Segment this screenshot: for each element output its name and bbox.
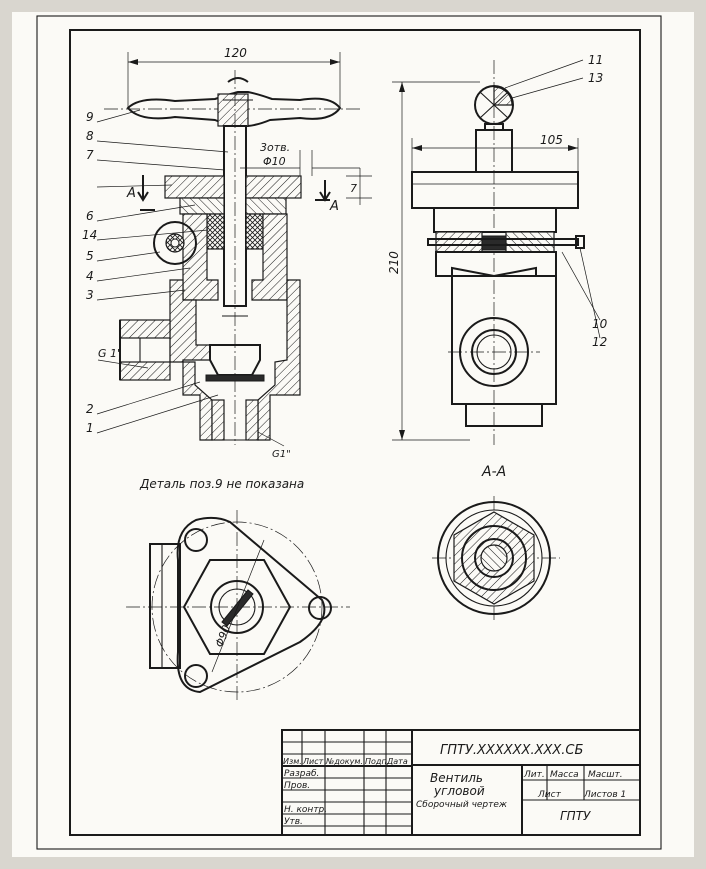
tb-row-checked: Пров. <box>284 781 310 791</box>
pos-1: 1 <box>86 421 94 435</box>
pos-2: 2 <box>86 402 94 416</box>
pos-4: 4 <box>86 269 94 283</box>
pos-5: 5 <box>86 249 94 263</box>
dim-105-label: 105 <box>540 133 563 147</box>
dimension-210 <box>392 81 480 441</box>
section-mark-a-left: А <box>126 186 136 201</box>
dimension-120 <box>127 52 341 108</box>
flange <box>164 175 225 199</box>
top-view <box>126 510 350 700</box>
section-mark-a-right: А <box>329 199 339 214</box>
tb-col-doc: №докум. <box>325 757 363 766</box>
pos-9: 9 <box>86 110 94 124</box>
pos-13: 13 <box>588 71 603 85</box>
triangular-flange <box>176 516 326 694</box>
dim-7-label: 7 <box>350 182 357 195</box>
tb-col-sign: Подп. <box>365 757 389 766</box>
pos-14: 14 <box>82 228 97 242</box>
tb-scale: Масшт. <box>588 770 623 780</box>
page-paper <box>12 12 694 857</box>
pos-6: 6 <box>86 209 94 223</box>
dimension-105 <box>411 138 579 172</box>
tb-col-date: Дата <box>386 757 408 766</box>
pos-3: 3 <box>86 288 94 302</box>
tb-name-line2: угловой <box>433 784 485 798</box>
tb-lit: Лит. <box>523 770 545 780</box>
side-view <box>411 60 585 445</box>
tb-doc-type: Сборочный чертеж <box>416 800 508 810</box>
tb-name-line1: Вентиль <box>430 771 483 785</box>
tb-row-approved: Утв. <box>284 817 303 827</box>
leader-lines-left <box>96 109 229 434</box>
outlet-thread: G1" <box>272 449 291 460</box>
tb-sheets: Листов 1 <box>583 790 626 800</box>
handle-nut <box>217 93 249 127</box>
tb-row-normcontrol: Н. контр. <box>284 805 327 815</box>
leader-lines-right <box>504 59 601 339</box>
holes-count: 3отв. <box>260 141 290 154</box>
tb-designation: ГПТУ.XXXXXX.XXX.СБ <box>440 743 584 758</box>
dim-120-label: 120 <box>224 46 247 60</box>
inlet-thread: G 1" <box>98 347 122 360</box>
hole-callout <box>240 150 372 205</box>
title-block <box>281 729 641 836</box>
front-view-section <box>104 70 360 445</box>
hole-diameter: Φ10 <box>263 155 286 168</box>
packing <box>206 213 225 250</box>
side-boss <box>153 221 197 265</box>
tb-org: ГПТУ <box>560 809 591 823</box>
section-title: А-А <box>481 464 506 480</box>
pos-7: 7 <box>86 148 94 162</box>
outer-frame <box>36 15 662 850</box>
tb-row-developer: Разраб. <box>284 769 319 779</box>
tb-mass: Масса <box>550 770 579 780</box>
tb-col-izm: Изм. <box>283 757 302 766</box>
tb-sheet: Лист <box>537 790 562 800</box>
pos-11: 11 <box>588 53 603 67</box>
pos-12: 12 <box>592 335 607 349</box>
pos-8: 8 <box>86 129 94 143</box>
dim-210-label: 210 <box>387 251 401 274</box>
section-a-a <box>432 496 560 620</box>
tb-col-list: Лист <box>302 757 324 766</box>
pos-10: 10 <box>592 317 608 331</box>
note-detail: Деталь поз.9 не показана <box>139 477 304 491</box>
